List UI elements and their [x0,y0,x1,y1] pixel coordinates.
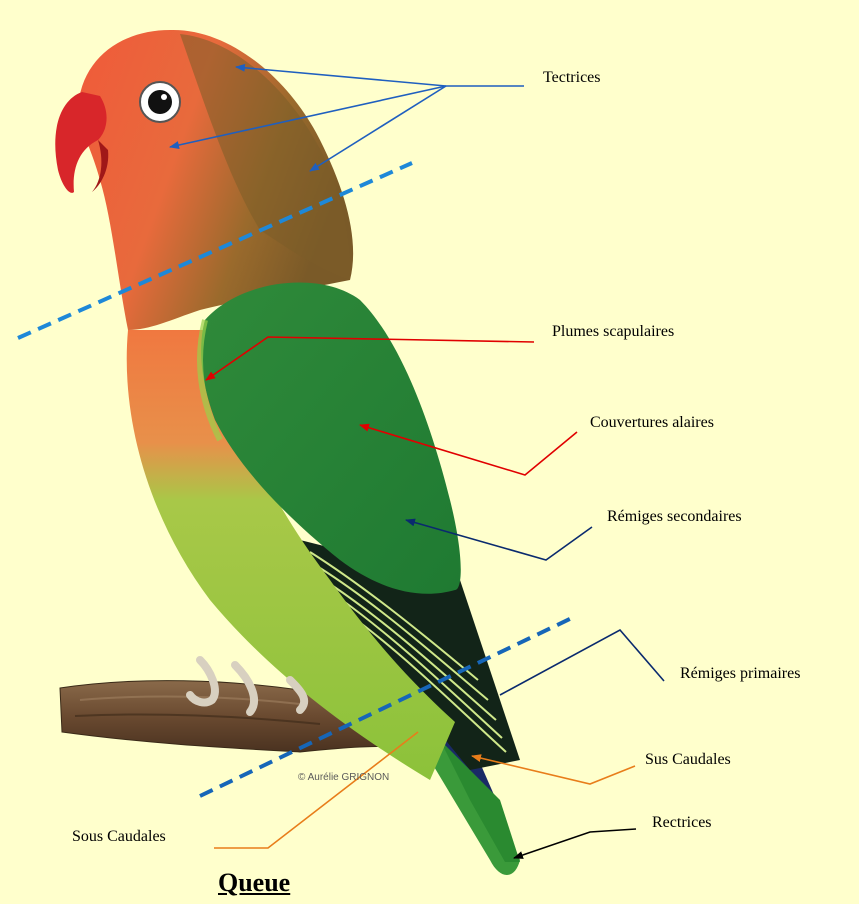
label-remiges-secondaires: Rémiges secondaires [607,509,742,525]
label-remiges-primaires: Rémiges primaires [680,666,800,682]
label-plumes-scapulaires: Plumes scapulaires [552,324,674,340]
label-tectrices: Tectrices [543,70,601,86]
rectrices-leader [514,829,636,858]
image-credit: © Aurélie GRIGNON [298,772,389,783]
label-sus-caudales: Sus Caudales [645,752,731,768]
beak [55,92,108,193]
label-couvertures-alaires: Couvertures alaires [590,415,714,431]
section-title: Queue [218,870,290,896]
label-rectrices: Rectrices [652,815,712,831]
eye [140,82,180,122]
label-sous-caudales: Sous Caudales [72,829,166,845]
